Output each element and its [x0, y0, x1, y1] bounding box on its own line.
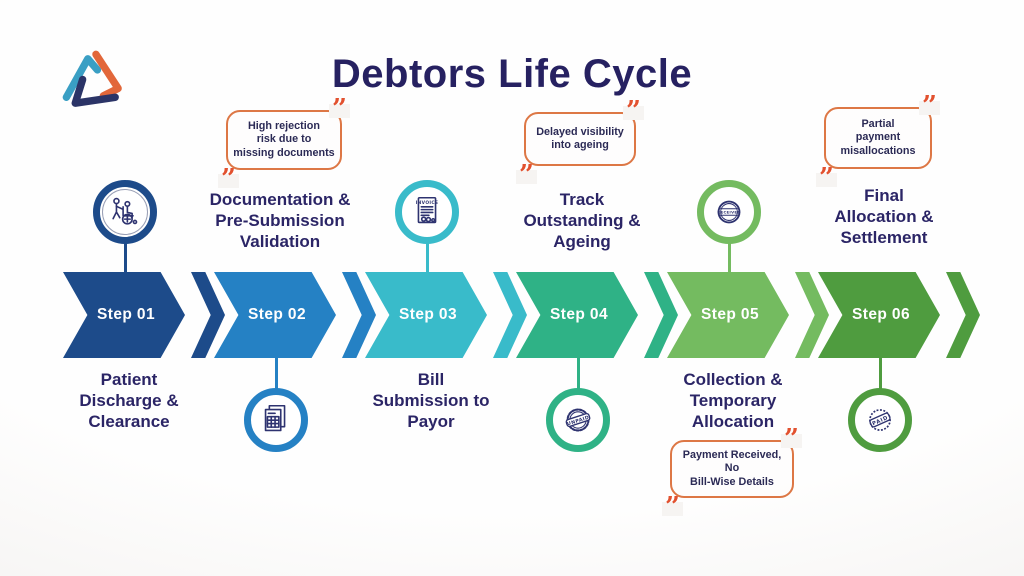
step1-arrow: Step 01 [63, 272, 185, 358]
step6-label: Step 06 [852, 306, 910, 323]
document-checklist-icon [264, 404, 286, 432]
step-group-5: RECEIVED Step 05 Collection & Temporary … [662, 0, 829, 576]
step5-icon-badge: RECEIVED [697, 180, 761, 244]
triangle-chevron-logo [62, 50, 122, 107]
step5-callout-text: Payment Received, No Bill-Wise Details [682, 448, 782, 488]
patient-wheelchair-icon [112, 197, 138, 225]
step4-icon-badge: UNPAID [546, 388, 610, 452]
step5-caption: Collection & Temporary Allocation [683, 370, 783, 431]
connector-line [879, 356, 882, 390]
step5-callout: ” ” Payment Received, No Bill-Wise Detai… [662, 426, 802, 520]
step1-caption: Patient Discharge & Clearance [79, 370, 179, 431]
invoice-icon: INVOICE [416, 196, 439, 224]
step-group-6: ” ” Partial payment misallocations Final… [816, 0, 980, 576]
step-group-2: ” ” High rejection risk due to missing d… [210, 0, 376, 576]
step6-callout: ” ” Partial payment misallocations [816, 93, 940, 191]
step5-label: Step 05 [701, 306, 759, 323]
step1-icon-badge [93, 180, 157, 244]
step1-label: Step 01 [97, 306, 155, 323]
step6-caption: Final Allocation & Settlement [834, 186, 934, 247]
step3-icon-badge: INVOICE [395, 180, 459, 244]
connector-line [275, 356, 278, 390]
step4-caption: Track Outstanding & Ageing [523, 190, 641, 251]
step-group-1: Step 01 Patient Discharge & Clearance [63, 0, 225, 576]
step6-callout-text: Partial payment misallocations [840, 117, 916, 157]
step6-arrow: Step 06 [818, 272, 940, 358]
paid-stamp-icon: PAID [869, 409, 891, 431]
step6-icon-badge: PAID [848, 388, 912, 452]
step5-arrow: Step 05 [667, 272, 789, 358]
step2-arrow: Step 02 [214, 272, 336, 358]
quote-icon: ” [516, 162, 537, 188]
received-stamp-text: RECEIVED [717, 210, 740, 215]
connector-line [728, 242, 731, 274]
quote-icon: ” [781, 426, 802, 452]
quote-icon: ” [919, 93, 940, 119]
connector-line [577, 356, 580, 390]
step3-arrow: Step 03 [365, 272, 487, 358]
step2-caption: Documentation & Pre-Submission Validatio… [209, 190, 351, 251]
step2-icon-badge [244, 388, 308, 452]
quote-icon: ” [623, 98, 644, 124]
invoice-stamp-text: INVOICE [416, 200, 439, 206]
unpaid-stamp-icon: UNPAID [565, 408, 591, 432]
step3-label: Step 03 [399, 306, 457, 323]
step2-label: Step 02 [248, 306, 306, 323]
step-group-3: INVOICE Step 03 Bill Submission to Payor [365, 0, 527, 576]
quote-icon: ” [662, 494, 683, 520]
step2-callout: ” ” High rejection risk due to missing d… [218, 96, 350, 192]
step4-callout-text: Delayed visibility into ageing [536, 125, 624, 152]
step2-callout-text: High rejection risk due to missing docum… [233, 119, 335, 159]
step-group-4: ” ” Delayed visibility into ageing Track… [516, 0, 678, 576]
step4-label: Step 04 [550, 306, 608, 323]
step4-arrow: Step 04 [516, 272, 638, 358]
quote-icon: ” [816, 165, 837, 191]
step4-callout: ” ” Delayed visibility into ageing [516, 98, 644, 188]
page-title: Debtors Life Cycle [331, 52, 693, 96]
connector-line [426, 242, 429, 274]
connector-line [124, 242, 127, 274]
received-stamp-icon: RECEIVED [717, 200, 741, 224]
quote-icon: ” [218, 166, 239, 192]
quote-icon: ” [329, 96, 350, 122]
chevron-separator [946, 272, 980, 358]
step3-caption: Bill Submission to Payor [372, 370, 490, 431]
